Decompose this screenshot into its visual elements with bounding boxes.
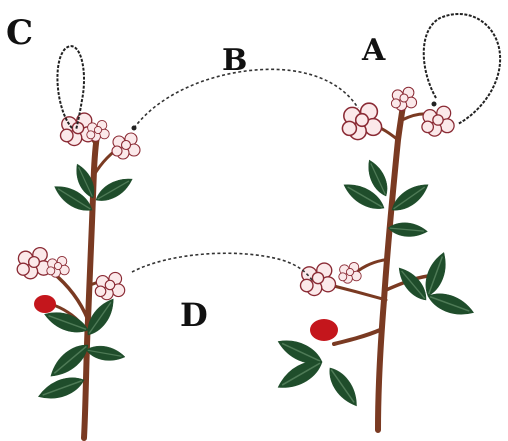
pollination-dot-a — [432, 102, 437, 107]
right-pollination-loop — [424, 14, 500, 124]
right-plant-flowers — [301, 87, 455, 295]
label-c: C — [6, 13, 33, 53]
right-plant-fruit — [310, 319, 338, 341]
label-b: B — [222, 43, 247, 78]
label-d: D — [180, 296, 208, 334]
right-plant — [274, 14, 500, 430]
left-plant — [17, 46, 140, 438]
pollination-line-d — [132, 253, 312, 280]
label-a: A — [361, 33, 386, 68]
pollination-dot-b — [132, 126, 137, 131]
left-plant-fruit — [34, 295, 56, 313]
pollination-line-b — [134, 69, 358, 128]
